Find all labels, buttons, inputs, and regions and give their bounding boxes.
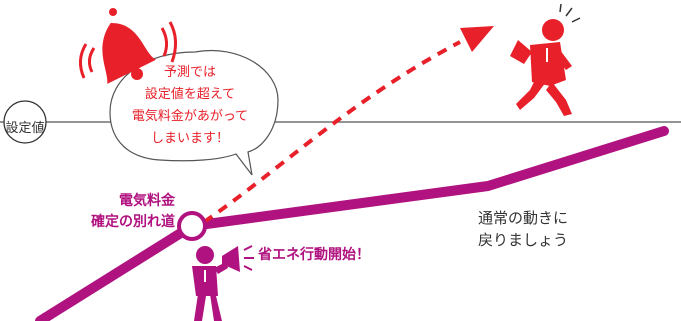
sound-lines-icon	[243, 245, 254, 271]
setpoint-label: 設定値	[5, 121, 45, 136]
megaphone-person-icon	[192, 246, 240, 321]
energy-saving-start-label: 省エネ行動開始！	[258, 247, 370, 263]
speech-bubble	[109, 50, 279, 176]
predicted-path	[202, 40, 461, 224]
surprised-person-icon	[510, 19, 572, 116]
return-to-normal-label: 通常の動きに 戻りましょう	[478, 209, 569, 249]
setpoint-circle	[3, 100, 47, 144]
predicted-arrowhead	[460, 26, 494, 52]
shock-lines-icon	[559, 3, 581, 23]
branch-point	[177, 211, 207, 241]
alarm-bell-icon	[79, 8, 177, 84]
branch-label: 電気料金 確定の別れ道	[91, 193, 175, 230]
callout-text: 予測では 設定値を超えて 電気料金があがって しまいます！	[131, 65, 249, 146]
usage-line	[35, 126, 669, 321]
